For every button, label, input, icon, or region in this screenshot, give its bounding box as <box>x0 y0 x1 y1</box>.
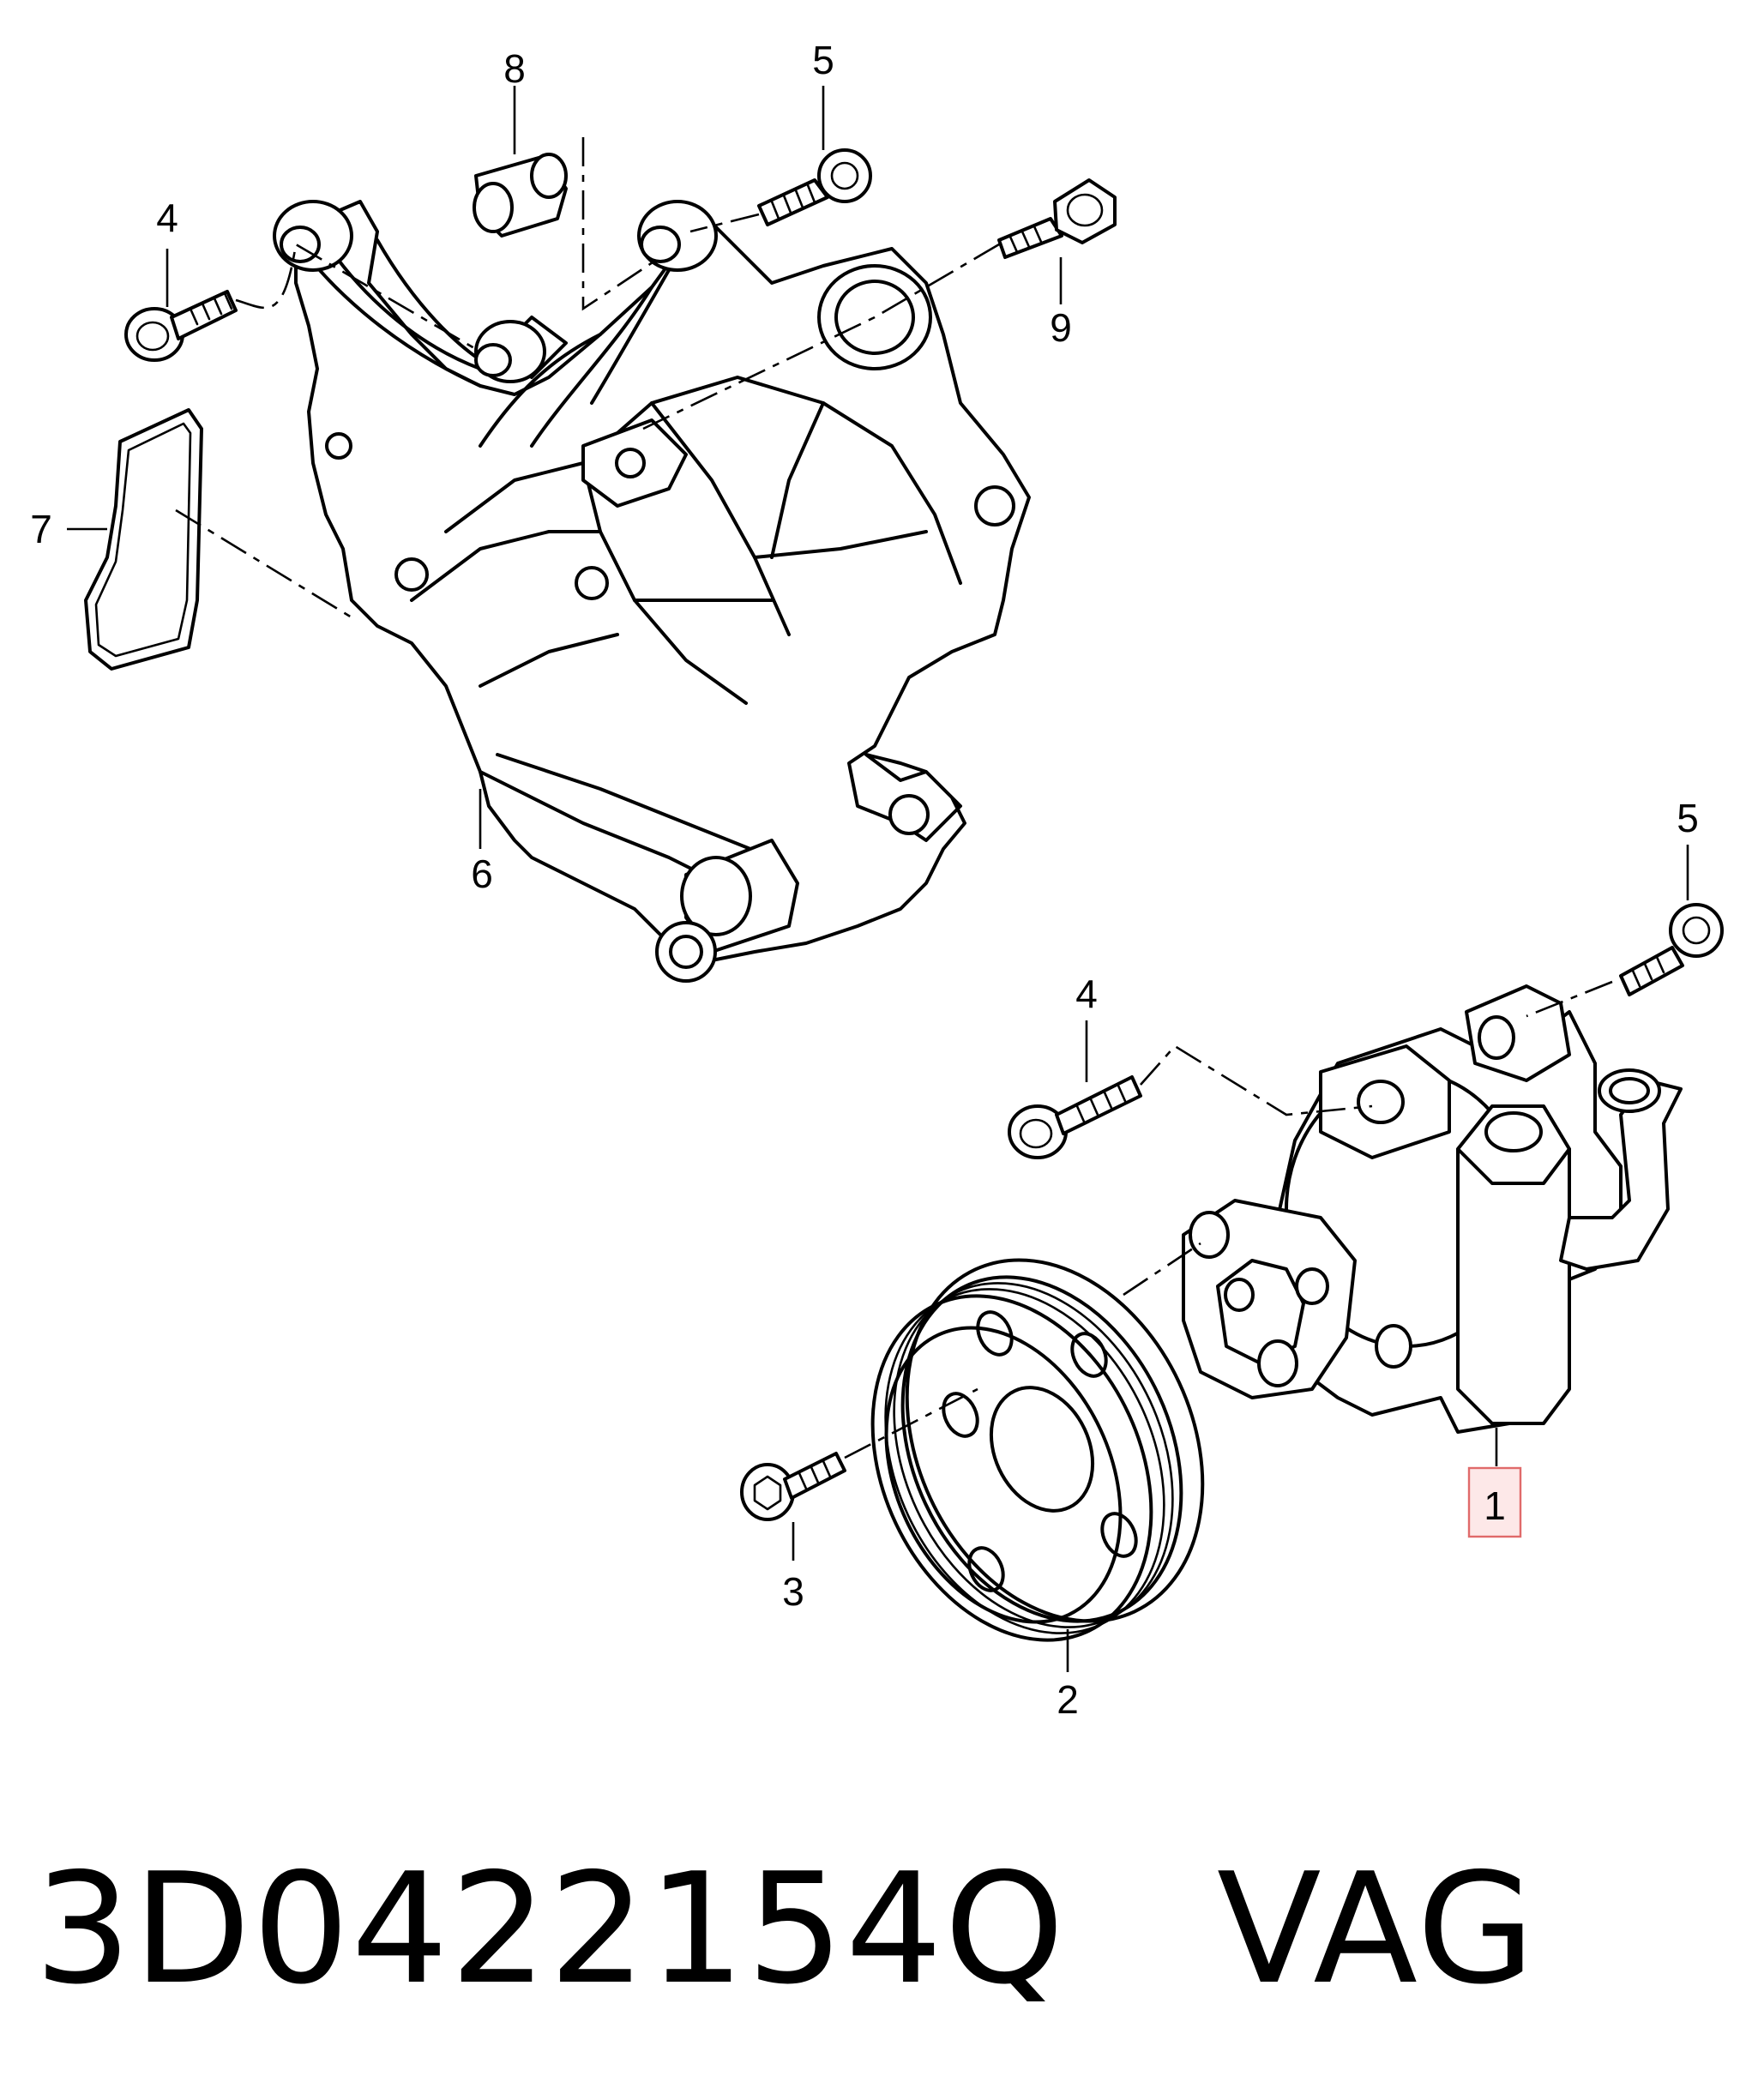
bolt-part-5-right <box>1619 903 1724 996</box>
power-steering-pump-part-1 <box>1182 984 1683 1434</box>
bolt-part-3 <box>740 1452 846 1521</box>
callout-7[interactable]: 7 <box>30 507 52 551</box>
callout-8[interactable]: 8 <box>503 46 526 91</box>
callout-5-right[interactable]: 5 <box>1677 796 1699 840</box>
callout-9[interactable]: 9 <box>1050 305 1072 350</box>
bolt-part-4-bottom <box>1008 1075 1142 1159</box>
callout-6[interactable]: 6 <box>471 851 493 896</box>
brand-name: VAG <box>1216 1840 1537 2018</box>
callout-5-top[interactable]: 5 <box>812 38 834 82</box>
callout-1[interactable]: 1 <box>1484 1483 1506 1528</box>
assembly-lines <box>175 137 1613 1459</box>
bolt-part-4-top <box>124 290 238 362</box>
part-number: 3D0422154Q <box>34 1840 1067 2018</box>
pulley-part-2 <box>870 1258 1205 1642</box>
gasket-part-7 <box>84 408 203 671</box>
leader-lines <box>67 86 1689 1672</box>
callout-4-top[interactable]: 4 <box>156 196 178 240</box>
callout-2[interactable]: 2 <box>1057 1677 1079 1722</box>
highlight-box-part-1 <box>1467 1466 1522 1538</box>
bolt-part-5-top <box>757 148 872 226</box>
callout-4-bottom[interactable]: 4 <box>1075 972 1098 1016</box>
bolt-part-9 <box>997 178 1117 259</box>
sleeve-part-8 <box>473 153 568 238</box>
bracket-part-6 <box>273 200 1031 983</box>
callout-3[interactable]: 3 <box>782 1569 804 1614</box>
part-caption: 3D0422154Q VAG <box>34 1844 1537 2015</box>
